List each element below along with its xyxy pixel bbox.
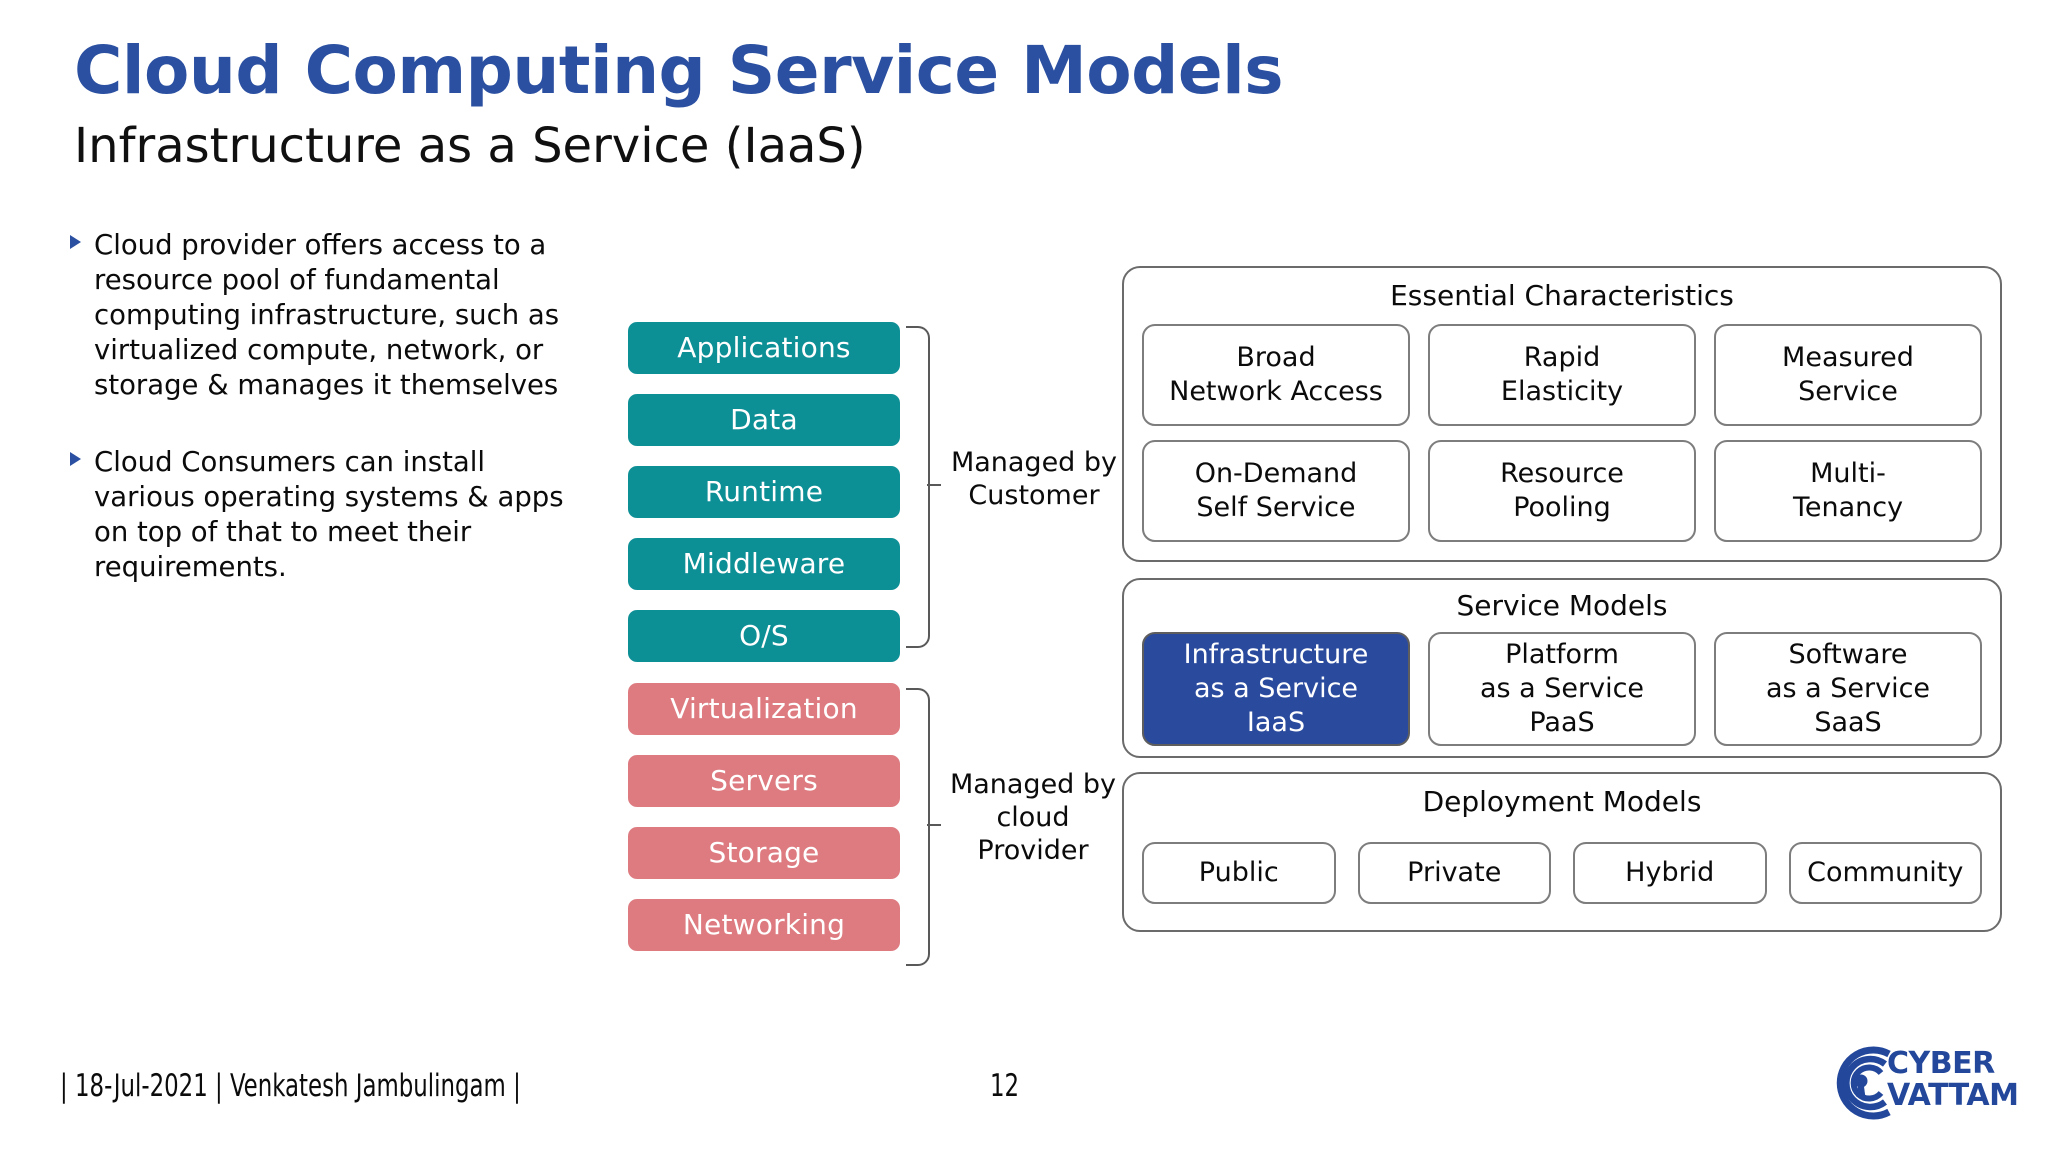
customer-bracket-label: Managed by Customer — [944, 446, 1124, 512]
cell-line: Self Service — [1196, 492, 1356, 523]
essential-characteristics-title: Essential Characteristics — [1390, 279, 1734, 312]
deployment-model-private[interactable]: Private — [1357, 842, 1551, 904]
cell-line: SaaS — [1814, 707, 1882, 738]
cell-line: Hybrid — [1625, 857, 1715, 888]
service-model-iaas[interactable]: Infrastructure as a Service IaaS — [1142, 632, 1410, 746]
cell-line: Broad — [1236, 342, 1316, 373]
characteristic-resource-pooling[interactable]: Resource Pooling — [1428, 440, 1696, 542]
essential-row-1: Broad Network Access Rapid Elasticity Me… — [1142, 324, 1982, 426]
bracket-line: by — [1083, 447, 1118, 478]
logo-line-1: CYBER — [1887, 1046, 1995, 1081]
cell-line: Tenancy — [1792, 492, 1904, 523]
bracket-line: Managed — [949, 769, 1075, 800]
cell-line: On-Demand — [1194, 458, 1358, 489]
stack-layer-virtualization: Virtualization — [628, 683, 900, 735]
logo-line-2: VATTAM — [1887, 1078, 2019, 1113]
customer-bracket — [906, 326, 930, 648]
bullet-text: Cloud Consumers can install various oper… — [94, 446, 564, 583]
bullet-text: Cloud provider offers access to a resour… — [94, 229, 560, 401]
footer-credit: | 18-Jul-2021 | Venkatesh Jambulingam | — [60, 1068, 521, 1104]
characteristic-rapid-elasticity[interactable]: Rapid Elasticity — [1428, 324, 1696, 426]
cell-line: Software — [1788, 639, 1908, 670]
stack-layer-runtime: Runtime — [628, 466, 900, 518]
cell-line: as a Service — [1479, 673, 1645, 704]
provider-bracket-label: Managed by cloud Provider — [938, 768, 1128, 867]
stack-layer-storage: Storage — [628, 827, 900, 879]
service-model-paas[interactable]: Platform as a Service PaaS — [1428, 632, 1696, 746]
cell-line: PaaS — [1529, 707, 1595, 738]
provider-bracket-tick — [927, 824, 941, 826]
essential-characteristics-panel: Essential Characteristics Broad Network … — [1122, 266, 2002, 562]
service-models-panel: Service Models Infrastructure as a Servi… — [1122, 578, 2002, 758]
cell-line: Network Access — [1169, 376, 1383, 407]
cell-line: Multi- — [1810, 458, 1886, 489]
stack-layer-applications: Applications — [628, 322, 900, 374]
logo-wordmark: CYBER VATTAM — [1887, 1046, 2019, 1113]
page-title: Cloud Computing Service Models — [74, 32, 1284, 109]
page-subtitle: Infrastructure as a Service (IaaS) — [74, 118, 866, 174]
bracket-line: by cloud — [996, 769, 1117, 833]
cell-line: Measured — [1782, 342, 1914, 373]
stack-layer-middleware: Middleware — [628, 538, 900, 590]
service-models-title: Service Models — [1456, 589, 1668, 622]
cyber-vattam-logo: CYBER VATTAM — [1815, 1040, 2030, 1126]
concentric-c-keyhole-icon — [1836, 1046, 1891, 1120]
deployment-model-community[interactable]: Community — [1788, 842, 1982, 904]
bullet-list: Cloud provider offers access to a resour… — [70, 228, 590, 627]
triangle-bullet-icon — [70, 452, 81, 466]
bracket-line: Provider — [977, 835, 1089, 866]
characteristic-measured-service[interactable]: Measured Service — [1714, 324, 1982, 426]
cell-line: Private — [1407, 857, 1502, 888]
cell-line: as a Service — [1765, 673, 1931, 704]
characteristic-on-demand-self-service[interactable]: On-Demand Self Service — [1142, 440, 1410, 542]
deployment-models-row: Public Private Hybrid Community — [1142, 842, 1982, 904]
stack-layer-os: O/S — [628, 610, 900, 662]
deployment-model-public[interactable]: Public — [1142, 842, 1336, 904]
cell-line: Rapid — [1523, 342, 1601, 373]
cell-line: Public — [1198, 857, 1279, 888]
cell-line: Pooling — [1513, 492, 1611, 523]
provider-bracket — [906, 688, 930, 966]
cell-line: IaaS — [1246, 707, 1306, 738]
cell-line: Service — [1798, 376, 1898, 407]
cell-line: Infrastructure — [1183, 639, 1369, 670]
cell-line: Platform — [1505, 639, 1619, 670]
stack-layer-data: Data — [628, 394, 900, 446]
cell-line: Community — [1807, 857, 1964, 888]
characteristic-multi-tenancy[interactable]: Multi- Tenancy — [1714, 440, 1982, 542]
essential-row-2: On-Demand Self Service Resource Pooling … — [1142, 440, 1982, 542]
stack-layer-servers: Servers — [628, 755, 900, 807]
cell-line: Resource — [1500, 458, 1624, 489]
service-models-row: Infrastructure as a Service IaaS Platfor… — [1142, 632, 1982, 746]
deployment-models-panel: Deployment Models Public Private Hybrid … — [1122, 772, 2002, 932]
service-stack-diagram: Applications Data Runtime Middleware O/S… — [628, 322, 900, 971]
deployment-model-hybrid[interactable]: Hybrid — [1573, 842, 1767, 904]
characteristic-broad-network-access[interactable]: Broad Network Access — [1142, 324, 1410, 426]
page-number: 12 — [990, 1068, 1020, 1104]
deployment-models-title: Deployment Models — [1422, 785, 1702, 818]
triangle-bullet-icon — [70, 235, 81, 249]
stack-layer-networking: Networking — [628, 899, 900, 951]
list-item: Cloud Consumers can install various oper… — [70, 445, 590, 585]
cell-line: Elasticity — [1500, 376, 1624, 407]
bracket-line: Customer — [968, 480, 1100, 511]
cell-line: as a Service — [1193, 673, 1359, 704]
service-model-saas[interactable]: Software as a Service SaaS — [1714, 632, 1982, 746]
list-item: Cloud provider offers access to a resour… — [70, 228, 590, 403]
customer-bracket-tick — [927, 484, 941, 486]
bracket-line: Managed — [950, 447, 1076, 478]
